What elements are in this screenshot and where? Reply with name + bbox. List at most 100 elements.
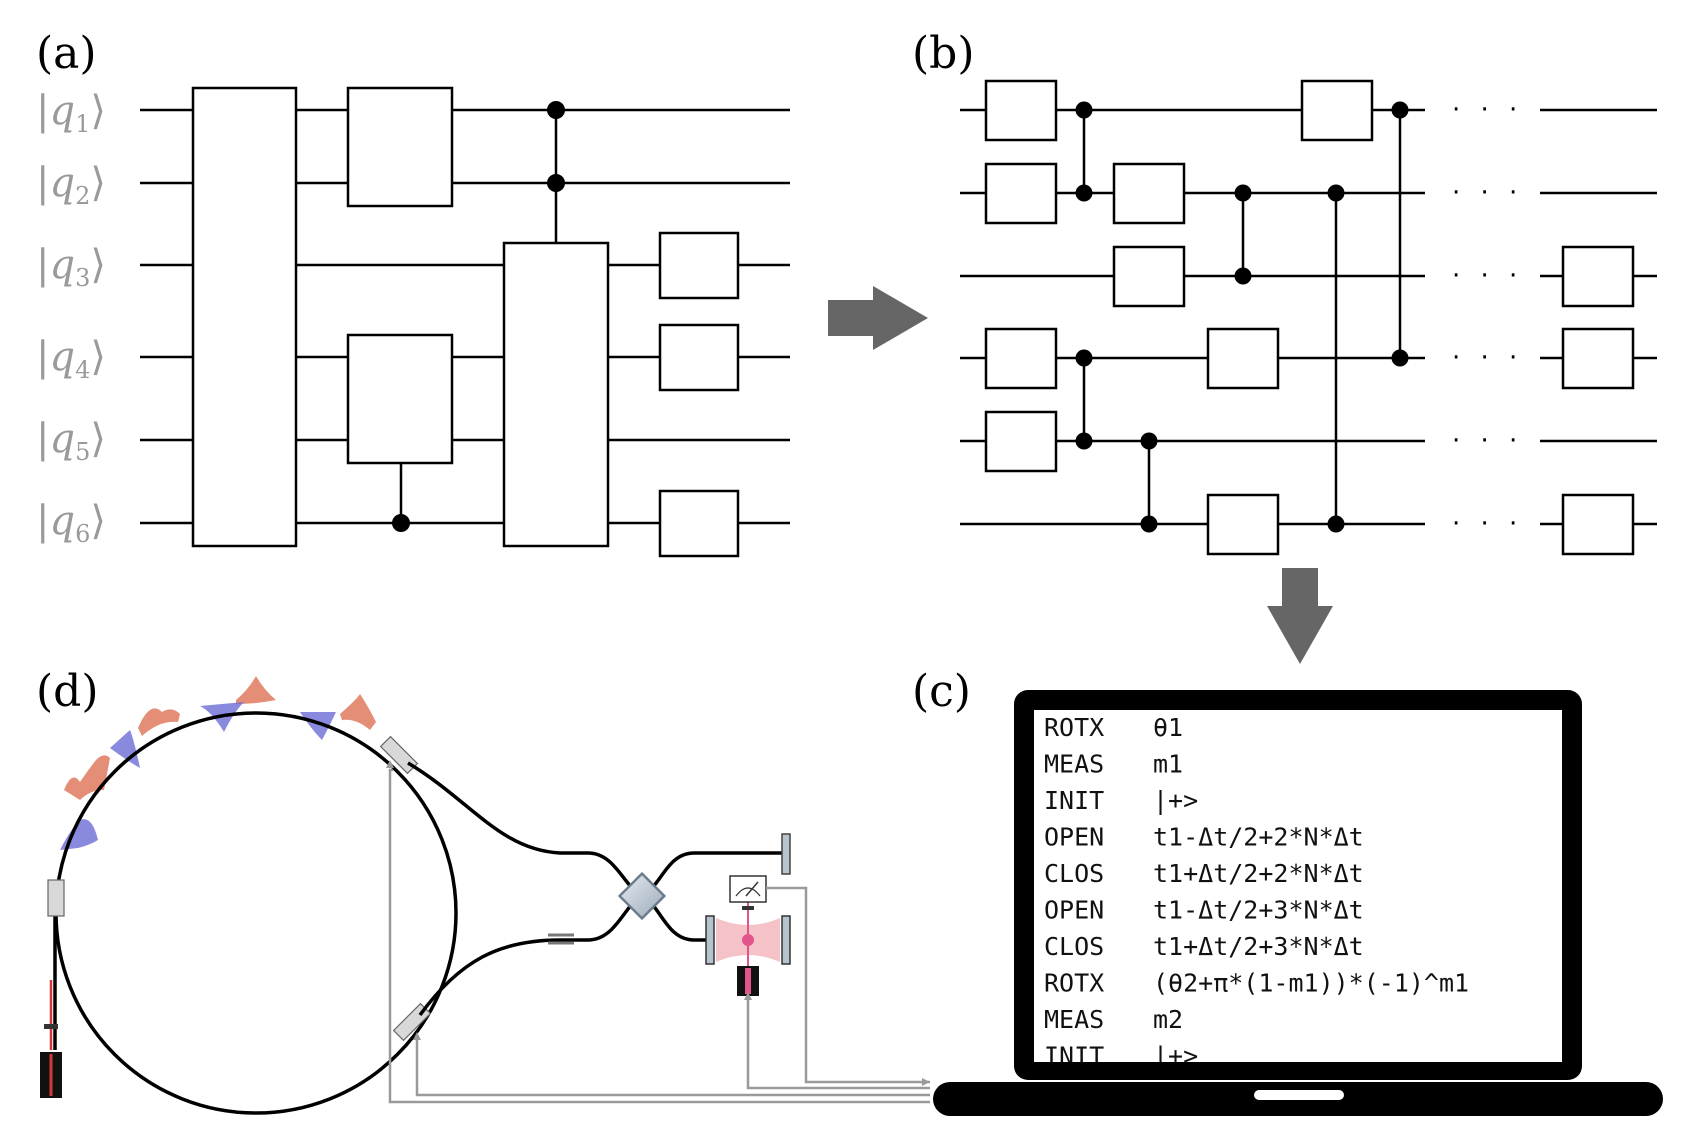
pulse-blue	[60, 819, 98, 850]
program-arg: m2	[1153, 1005, 1183, 1034]
laptop-screen	[1034, 710, 1562, 1062]
gate-single	[1561, 327, 1635, 390]
signal-line	[415, 1038, 930, 1097]
signal-arrowhead	[922, 1078, 930, 1086]
program-op: MEAS	[1044, 1005, 1104, 1034]
pulse-red	[138, 708, 180, 736]
gate-two-qubit	[346, 333, 454, 465]
program-op: ROTX	[1044, 969, 1104, 998]
arrow-down	[1267, 568, 1333, 664]
control-dot	[1327, 515, 1345, 533]
control-dot	[1075, 101, 1093, 119]
cavity-mirror-right	[781, 915, 791, 965]
switch-left	[47, 879, 65, 917]
cavity-mirror-left	[705, 915, 715, 965]
panel-label-a: (a)	[36, 28, 97, 79]
qubit-label-1: |q1⟩	[36, 88, 106, 138]
control-dot	[1140, 432, 1158, 450]
gate-single	[1561, 245, 1635, 308]
pulse-red	[64, 755, 110, 800]
gate-single	[984, 410, 1058, 473]
pulse-red	[236, 676, 276, 704]
gate-four-qubit	[502, 241, 610, 548]
ellipsis: · · ·	[1452, 509, 1523, 539]
photon-pulses	[60, 676, 376, 850]
ellipsis: · · ·	[1452, 95, 1523, 125]
program-op: OPEN	[1044, 823, 1104, 852]
detector-gauge	[735, 887, 761, 897]
control-dot	[1234, 267, 1252, 285]
photonic-setup	[40, 676, 930, 1115]
laser-beam	[745, 968, 751, 994]
pulse-red	[340, 694, 376, 730]
gate-single	[1112, 162, 1186, 225]
control-dot	[1234, 184, 1252, 202]
program-op: CLOS	[1044, 859, 1104, 888]
signal-arrowhead	[413, 1032, 421, 1040]
gate-single	[1300, 79, 1374, 142]
fiber-output-bottom	[650, 902, 708, 942]
control-dot	[1140, 515, 1158, 533]
fiber-loop	[54, 711, 458, 1115]
fiber-upper-arm	[407, 761, 634, 890]
program-op: INIT	[1044, 786, 1104, 815]
program-op: INIT	[1044, 1042, 1104, 1071]
beam-splitter	[617, 871, 667, 921]
qubit-label-2: |q2⟩	[36, 160, 106, 210]
panel-label-c: (c)	[912, 666, 971, 717]
gate-six-qubit	[191, 86, 298, 548]
gate-single	[1561, 493, 1635, 556]
signal-line	[388, 768, 930, 1104]
qubit-label-4: |q4⟩	[36, 334, 106, 384]
ellipsis: · · ·	[1452, 178, 1523, 208]
ellipsis: · · ·	[1452, 343, 1523, 373]
detector	[729, 875, 767, 903]
lens	[742, 906, 754, 910]
ellipsis: · · ·	[1452, 261, 1523, 291]
program-op: MEAS	[1044, 750, 1104, 779]
gate-single	[1206, 327, 1280, 390]
program-op: ROTX	[1044, 713, 1104, 742]
gate-single	[984, 79, 1058, 142]
gate-single	[658, 489, 740, 558]
laptop-trackpad	[1254, 1090, 1344, 1100]
panel-label-b: (b)	[912, 28, 975, 79]
circuit-b: · · · · · · · · · · · · · · · · · ·	[960, 79, 1657, 556]
control-dot	[1075, 184, 1093, 202]
qubit-labels: |q1⟩ |q2⟩ |q3⟩ |q4⟩ |q5⟩ |q6⟩	[36, 88, 106, 548]
control-dot	[1075, 349, 1093, 367]
ellipsis: · · ·	[1452, 426, 1523, 456]
gate-single	[984, 327, 1058, 390]
detector-needle	[745, 881, 759, 897]
program-arg: t1-Δt/2+3*N*Δt	[1153, 896, 1364, 925]
gate-single	[1112, 245, 1186, 308]
signal-line	[746, 996, 930, 1090]
program-arg: |+>	[1153, 1042, 1198, 1071]
pulse-blue	[110, 730, 140, 768]
fiber-lower-arm	[418, 902, 634, 1017]
program-arg: t1+Δt/2+2*N*Δt	[1153, 859, 1364, 888]
program-arg: |+>	[1153, 786, 1198, 815]
control-dot	[1391, 349, 1409, 367]
lens	[44, 1024, 58, 1029]
qubit-label-3: |q3⟩	[36, 242, 106, 292]
qubit-label-5: |q5⟩	[36, 416, 106, 466]
fiber-output-top	[650, 851, 782, 890]
gate-two-qubit	[346, 86, 454, 208]
program-arg: m1	[1153, 750, 1183, 779]
gate-single	[658, 323, 740, 392]
signal-arrowhead	[386, 760, 394, 768]
qubit-label-6: |q6⟩	[36, 498, 106, 548]
control-dot	[547, 174, 565, 192]
program-arg: t1-Δt/2+2*N*Δt	[1153, 823, 1364, 852]
circuit-a: |q1⟩ |q2⟩ |q3⟩ |q4⟩ |q5⟩ |q6⟩	[36, 86, 790, 558]
signal-line	[766, 886, 930, 1084]
gate-single	[1206, 493, 1280, 556]
program-arg: t1+Δt/2+3*N*Δt	[1153, 932, 1364, 961]
control-dot	[547, 101, 565, 119]
control-dot	[1391, 101, 1409, 119]
control-dot	[392, 514, 410, 532]
